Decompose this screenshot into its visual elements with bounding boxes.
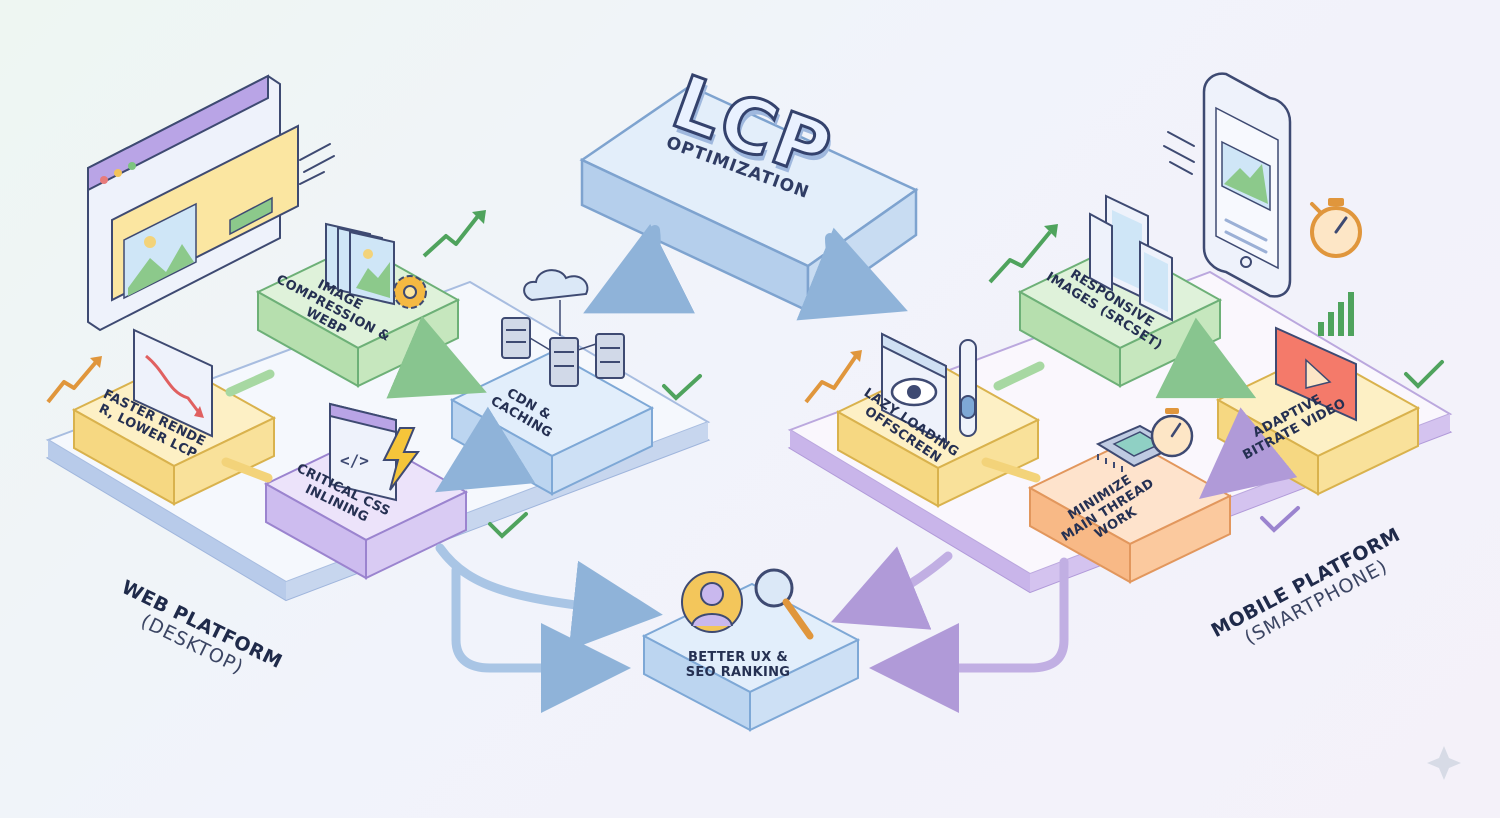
gear-icon xyxy=(393,275,427,309)
arrow-lazy-to-mainthread xyxy=(981,457,1041,483)
arrow-lazy-to-outcome xyxy=(831,546,953,630)
trend-up-arrow-icon-4 xyxy=(804,350,862,404)
checkmark-icon-3 xyxy=(1404,360,1444,389)
arrow-cdn-to-css xyxy=(435,406,536,493)
cloud-server-icon xyxy=(501,269,625,387)
trend-up-arrow-icon-2 xyxy=(46,356,102,404)
eye-window-icon xyxy=(881,332,947,444)
user-avatar-icon xyxy=(681,571,743,633)
browser-window-icon xyxy=(87,74,335,332)
sparkle-icon xyxy=(1427,746,1461,780)
trend-up-arrow-icon-3 xyxy=(988,224,1058,284)
lightning-icon xyxy=(382,427,420,491)
smartphone-icon xyxy=(1163,72,1292,298)
slider-icon xyxy=(959,339,977,437)
arrow-compression-to-cdn xyxy=(386,315,487,399)
hero-arrow-right xyxy=(796,227,908,321)
magnifier-icon xyxy=(754,568,814,640)
node-main-thread xyxy=(1027,438,1233,584)
code-window-icon: </> xyxy=(329,402,397,502)
trend-up-arrow-icon xyxy=(422,210,486,258)
chart-down-icon xyxy=(133,328,213,438)
arrow-faster-to-compression xyxy=(225,369,275,397)
image-stack-icon xyxy=(325,222,395,306)
arrow-mainthread-to-outcome xyxy=(869,557,1069,713)
bar-chart-icon xyxy=(1318,292,1354,336)
arrow-responsive-to-video xyxy=(1155,317,1257,399)
arrow-css-to-outcome-a xyxy=(435,543,663,651)
stopwatch-icon xyxy=(1310,198,1362,258)
arrow-lazy-to-responsive xyxy=(993,361,1045,391)
label-outcome: BETTER UX & SEO RANKING xyxy=(685,650,791,680)
checkmark-icon xyxy=(662,374,702,401)
device-stack-icon xyxy=(1089,194,1173,322)
code-glyph: </> xyxy=(340,451,369,470)
arrow-css-to-outcome-b xyxy=(451,565,631,713)
video-play-icon xyxy=(1275,326,1357,422)
stopwatch-icon-2 xyxy=(1150,408,1194,458)
arrow-faster-to-css xyxy=(221,457,273,483)
hero-arrow-left xyxy=(583,223,695,314)
arrow-video-to-mainthread xyxy=(1199,407,1298,500)
checkmark-icon-2 xyxy=(488,512,528,539)
checkmark-icon-4 xyxy=(1260,506,1300,533)
